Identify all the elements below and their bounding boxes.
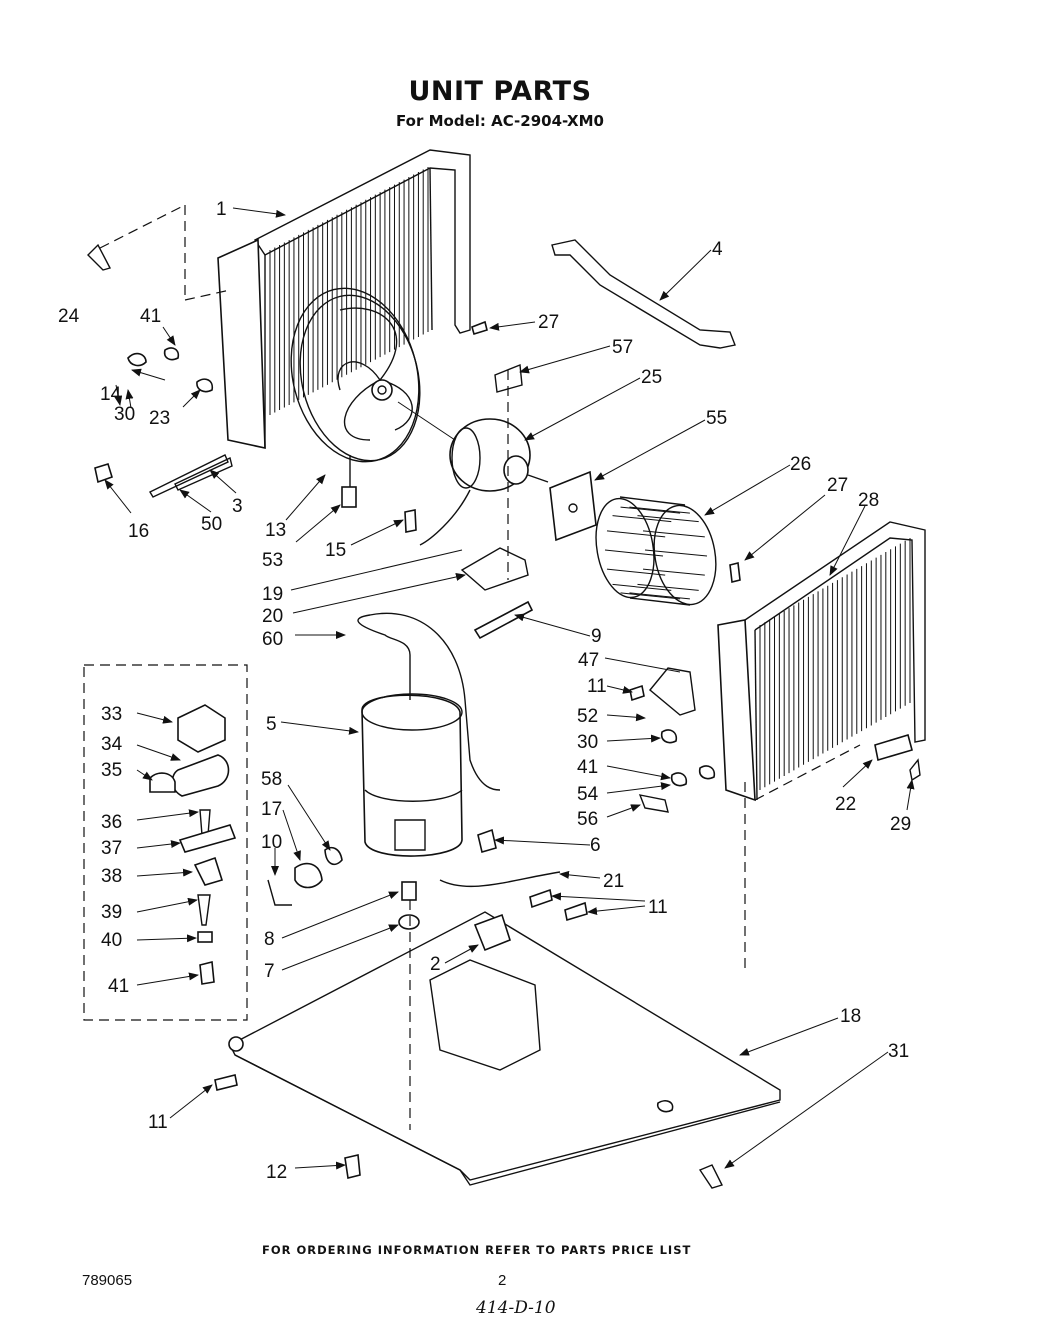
page-title: UNIT PARTS [408, 76, 592, 107]
blower-blade [620, 506, 681, 514]
electrical-parts [149, 704, 237, 985]
leader-lines [104, 207, 915, 1170]
blower-blade [629, 592, 690, 600]
part-number-labels: 1 4 24 41 27 57 25 14 23 55 30 26 27 28 … [58, 199, 911, 1183]
evaporator-coil [717, 521, 926, 802]
base-pan [228, 911, 781, 1186]
blower-blade [606, 568, 666, 576]
blower-gasket [549, 470, 597, 542]
blower-blade [606, 530, 666, 538]
part-label-30-top: 30 [114, 404, 135, 425]
part-label-41: 41 [108, 976, 129, 997]
part-label-57: 57 [612, 337, 633, 358]
handwritten-note: 414-D-10 [476, 1298, 556, 1318]
part-label-31: 41 [140, 306, 161, 327]
part-label-13: 13 [265, 520, 286, 541]
part-label-52: 52 [577, 706, 598, 727]
part-label-25: 25 [641, 367, 662, 388]
blower-blade [637, 515, 699, 523]
part-label-40: 40 [101, 930, 122, 951]
blower-blade [612, 515, 672, 523]
part-label-5: 5 [266, 714, 277, 735]
compressor [357, 612, 501, 857]
condenser-coil [217, 149, 471, 449]
part-label-47: 47 [578, 650, 599, 671]
part-label-60: 60 [262, 629, 283, 650]
blower-blade [620, 592, 681, 600]
part-label-9: 9 [591, 626, 602, 647]
part-label-50: 50 [201, 514, 222, 535]
part-label-58: 58 [261, 769, 282, 790]
document-number: 789065 [82, 1272, 133, 1289]
model-subtitle: For Model: AC-2904-XM0 [396, 112, 604, 130]
fan-motor [397, 401, 549, 546]
part-label-24: 24 [58, 306, 80, 327]
page-number: 2 [498, 1272, 507, 1289]
part-label-10: 10 [261, 832, 282, 853]
part-label-15: 15 [325, 540, 346, 561]
small-parts [87, 204, 921, 1189]
part-label-21: 21 [603, 871, 624, 892]
part-label-18: 18 [840, 1006, 861, 1027]
part-label-27-blower: 27 [827, 475, 848, 496]
blower-blade [644, 549, 708, 557]
part-label-29: 29 [890, 814, 911, 835]
part-label-27: 27 [538, 312, 559, 333]
part-label-11-base: 11 [148, 1112, 168, 1133]
condenser-fan-shroud [290, 287, 421, 508]
part-label-20: 20 [262, 606, 283, 627]
part-label-53: 53 [262, 550, 283, 571]
part-label-33: 33 [101, 704, 122, 725]
part-label-36: 36 [101, 812, 122, 833]
blower-blade [642, 568, 705, 576]
part-label-16: 16 [128, 521, 149, 542]
blower-blade [637, 583, 699, 591]
part-label-3: 3 [232, 496, 243, 517]
part-label-54: 55 [706, 408, 727, 429]
part-label-12: 12 [266, 1162, 287, 1183]
part-label-11-screws: 11 [648, 897, 668, 918]
part-label-32: 31 [888, 1041, 909, 1062]
part-label-56: 56 [577, 809, 598, 830]
blower-blade [612, 583, 672, 591]
blower-wheel [595, 496, 717, 606]
top-bracket [551, 239, 736, 349]
part-label-8: 8 [264, 929, 275, 950]
part-label-14: 14 [100, 384, 122, 405]
part-label-7: 7 [264, 961, 275, 982]
blower-blade [642, 530, 705, 538]
part-label-35: 35 [101, 760, 122, 781]
part-label-39: 39 [101, 902, 122, 923]
part-label-11-evap: 11 [587, 676, 607, 697]
part-label-19: 19 [262, 584, 283, 605]
electrical-parts-group-box [83, 664, 248, 1021]
part-label-22: 22 [835, 794, 856, 815]
part-label-31-evap: 41 [577, 757, 598, 778]
part-label-37: 37 [101, 838, 122, 859]
blower-blade [604, 549, 664, 557]
part-label-1: 1 [216, 199, 227, 220]
part-label-23: 23 [149, 408, 170, 429]
part-label-38: 38 [101, 866, 122, 887]
part-label-6: 6 [590, 835, 601, 856]
part-label-30: 30 [577, 732, 598, 753]
part-label-17: 17 [261, 799, 282, 820]
part-label-2: 2 [430, 954, 441, 975]
part-label-55: 54 [577, 784, 599, 805]
ordering-info-note: FOR ORDERING INFORMATION REFER TO PARTS … [262, 1243, 692, 1257]
part-label-28: 28 [858, 490, 879, 511]
blower-blade [629, 506, 690, 514]
part-label-26: 26 [790, 454, 811, 475]
part-label-4: 4 [712, 239, 723, 260]
part-label-34: 34 [101, 734, 123, 755]
